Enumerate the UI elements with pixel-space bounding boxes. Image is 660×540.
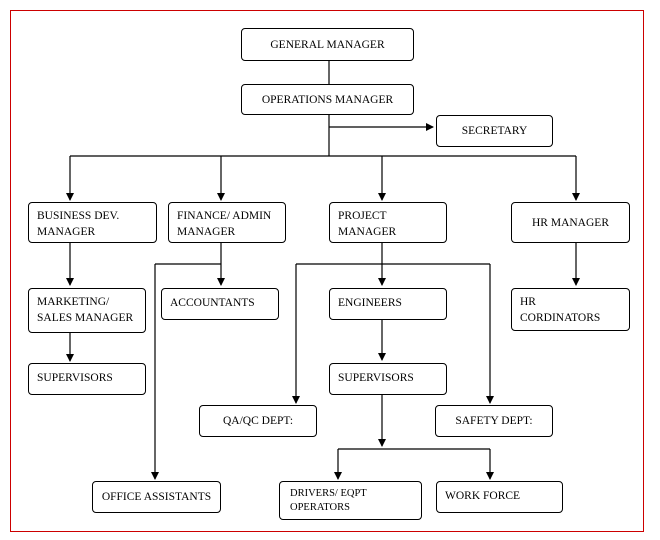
office-assistants-label: OFFICE ASSISTANTS — [101, 491, 212, 503]
secretary-box: SECRETARY — [436, 115, 553, 147]
work-force-box: WORK FORCE — [436, 481, 563, 513]
hr-manager-box: HR MANAGER — [511, 202, 630, 243]
operations-manager-box: OPERATIONS MANAGER — [241, 84, 414, 115]
project-manager-label-line1: PROJECT — [338, 210, 387, 222]
marketing-sales-manager-label-line1: MARKETING/ — [37, 296, 110, 308]
drivers-eqpt-operators-box: DRIVERS/ EQPT OPERATORS — [279, 481, 422, 520]
hr-manager-label: HR MANAGER — [532, 216, 609, 229]
supervisors-project-label: SUPERVISORS — [338, 372, 414, 384]
general-manager-box: GENERAL MANAGER — [241, 28, 414, 61]
chart-border — [10, 10, 644, 532]
business-dev-manager-label-line2: MANAGER — [37, 226, 96, 238]
finance-admin-manager-label-line2: MANAGER — [177, 226, 236, 238]
hr-coordinators-label-line1: HR — [520, 296, 536, 308]
safety-dept-box: SAFETY DEPT: — [435, 405, 553, 437]
hr-coordinators-box: HR CORDINATORS — [511, 288, 630, 331]
operations-manager-label: OPERATIONS MANAGER — [261, 93, 394, 106]
qa-qc-dept-box: QA/QC DEPT: — [199, 405, 317, 437]
supervisors-project-box: SUPERVISORS — [329, 363, 447, 395]
general-manager-label: GENERAL MANAGER — [270, 38, 385, 51]
marketing-sales-manager-box: MARKETING/ SALES MANAGER — [28, 288, 146, 333]
drivers-eqpt-operators-label-line1: DRIVERS/ EQPT — [290, 487, 367, 499]
safety-dept-label: SAFETY DEPT: — [455, 415, 533, 427]
supervisors-left-box: SUPERVISORS — [28, 363, 146, 395]
secretary-label: SECRETARY — [461, 125, 528, 137]
office-assistants-box: OFFICE ASSISTANTS — [92, 481, 221, 513]
business-dev-manager-box: BUSINESS DEV. MANAGER — [28, 202, 157, 243]
project-manager-box: PROJECT MANAGER — [329, 202, 447, 243]
finance-admin-manager-label-line1: FINANCE/ ADMIN — [177, 210, 272, 222]
engineers-box: ENGINEERS — [329, 288, 447, 320]
hr-coordinators-label-line2: CORDINATORS — [520, 312, 601, 324]
drivers-eqpt-operators-label-line2: OPERATORS — [290, 501, 350, 513]
qa-qc-dept-label: QA/QC DEPT: — [222, 415, 294, 427]
project-manager-label-line2: MANAGER — [338, 226, 397, 238]
accountants-label: ACCOUNTANTS — [170, 297, 255, 309]
accountants-box: ACCOUNTANTS — [161, 288, 279, 320]
business-dev-manager-label-line1: BUSINESS DEV. — [37, 210, 120, 222]
supervisors-left-label: SUPERVISORS — [37, 372, 113, 384]
work-force-label: WORK FORCE — [445, 490, 521, 502]
finance-admin-manager-box: FINANCE/ ADMIN MANAGER — [168, 202, 286, 243]
engineers-label: ENGINEERS — [338, 297, 402, 309]
marketing-sales-manager-label-line2: SALES MANAGER — [37, 312, 134, 324]
